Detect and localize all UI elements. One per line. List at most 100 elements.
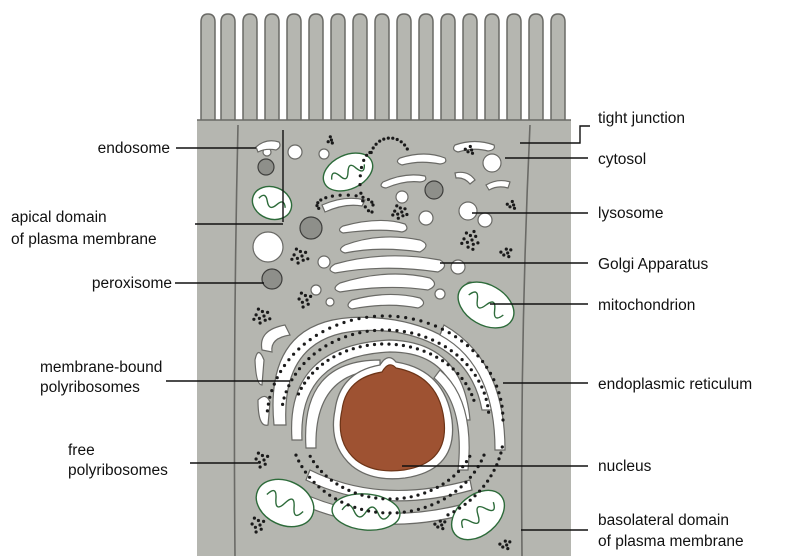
label-endoplasmic-reticulum: endoplasmic reticulum bbox=[598, 376, 752, 393]
ribosome-dot bbox=[417, 333, 420, 336]
ribosome-dot bbox=[266, 455, 269, 458]
ribosome-dot bbox=[297, 459, 300, 462]
ribosome-dot bbox=[456, 372, 459, 375]
ribosome-dot bbox=[361, 199, 364, 202]
ribosome-dot bbox=[311, 372, 314, 375]
ribosome-dot bbox=[424, 336, 427, 339]
ribosome-dot bbox=[452, 367, 455, 370]
ribosome-dot bbox=[493, 469, 496, 472]
ribosome-dot bbox=[297, 347, 300, 350]
ribosome-dot bbox=[473, 494, 476, 497]
ribosome-dot bbox=[367, 495, 370, 498]
ribosome-dot bbox=[423, 491, 426, 494]
ribosome-dot bbox=[435, 356, 438, 359]
ribosome-dot bbox=[259, 465, 262, 468]
ribosome-dot bbox=[457, 470, 460, 473]
label-membrane-bound-line2: polyribosomes bbox=[40, 379, 140, 396]
ribosome-dot bbox=[342, 321, 345, 324]
ribosome-dot bbox=[324, 196, 327, 199]
ribosome-dot bbox=[443, 520, 446, 523]
ribosome-dot bbox=[440, 523, 443, 526]
ribosome-dot bbox=[449, 494, 452, 497]
ribosome-dot bbox=[466, 150, 469, 153]
ribosome-dot bbox=[300, 387, 303, 390]
ribosome-dot bbox=[391, 213, 394, 216]
ribosome-dot bbox=[332, 355, 335, 358]
ribosome-dot bbox=[444, 345, 447, 348]
ribosome-dot bbox=[299, 250, 302, 253]
ribosome-dot bbox=[266, 409, 269, 412]
ribosome-dot bbox=[438, 342, 441, 345]
ribosome-dot bbox=[294, 373, 297, 376]
ribosome-dot bbox=[334, 497, 337, 500]
ribosome-dot bbox=[471, 248, 474, 251]
ribosome-dot bbox=[441, 328, 444, 331]
ribosome-dot bbox=[367, 209, 370, 212]
ribosome-dot bbox=[321, 363, 324, 366]
ribosome-dot bbox=[268, 317, 271, 320]
ribosome-dot bbox=[469, 476, 472, 479]
label-basolateral-line1: basolateral domain bbox=[598, 512, 729, 529]
ribosome-dot bbox=[472, 243, 475, 246]
ribosome-dot bbox=[506, 251, 509, 254]
ribosome-dot bbox=[400, 140, 403, 143]
ribosome-dot bbox=[298, 297, 301, 300]
ribosome-dot bbox=[507, 255, 510, 258]
ribosome-dot bbox=[309, 295, 312, 298]
ribosome-dot bbox=[266, 311, 269, 314]
ribosome-dot bbox=[252, 318, 255, 321]
ribosome-dot bbox=[357, 317, 360, 320]
ribosome-dot bbox=[465, 460, 468, 463]
ribosome-dot bbox=[347, 489, 350, 492]
ribosome-dot bbox=[253, 517, 256, 520]
label-mitochondrion: mitochondrion bbox=[598, 297, 695, 314]
ribosome-dot bbox=[443, 497, 446, 500]
ribosome-dot bbox=[367, 509, 370, 512]
ribosome-dot bbox=[492, 378, 495, 381]
ribosome-dot bbox=[509, 248, 512, 251]
ribosome-dot bbox=[283, 396, 286, 399]
ribosome-dot bbox=[295, 248, 298, 251]
ribosome-dot bbox=[261, 310, 264, 313]
ribosome-dot bbox=[304, 294, 307, 297]
ribosome-dot bbox=[330, 138, 333, 141]
ribosome-dot bbox=[309, 338, 312, 341]
ribosome-dot bbox=[466, 241, 469, 244]
ribosome-dot bbox=[512, 203, 515, 206]
ribosome-dot bbox=[382, 138, 385, 141]
ribosome-dot bbox=[470, 393, 473, 396]
ribosome-dot bbox=[458, 507, 461, 510]
ribosome-dot bbox=[487, 411, 490, 414]
label-cytosol: cytosol bbox=[598, 151, 646, 168]
ribosome-dot bbox=[403, 207, 406, 210]
ribosome-dot bbox=[372, 146, 375, 149]
ribosome-dot bbox=[262, 314, 265, 317]
ribosome-dot bbox=[477, 380, 480, 383]
ribosome-dot bbox=[403, 496, 406, 499]
ribosome-dot bbox=[381, 314, 384, 317]
label-lysosome: lysosome bbox=[598, 205, 663, 222]
ribosome-dot bbox=[287, 358, 290, 361]
ribosome-dot bbox=[502, 253, 505, 256]
ribosome-dot bbox=[448, 331, 451, 334]
ribosome-dot bbox=[450, 349, 453, 352]
ribosome-dot bbox=[373, 329, 376, 332]
ribosome-dot bbox=[294, 454, 297, 457]
ribosome-dot bbox=[508, 205, 511, 208]
ribosome-dot bbox=[331, 195, 334, 198]
ribosome-dot bbox=[506, 203, 509, 206]
ribosome-dot bbox=[482, 454, 485, 457]
ribosome-dot bbox=[452, 474, 455, 477]
ribosome-dot bbox=[279, 370, 282, 373]
ribosome-dot bbox=[388, 329, 391, 332]
ribosome-dot bbox=[325, 474, 328, 477]
ribosome-dot bbox=[335, 324, 338, 327]
ribosome-dot bbox=[364, 205, 367, 208]
ribosome-dot bbox=[316, 367, 319, 370]
ribosome-dot bbox=[345, 349, 348, 352]
ribosome-dot bbox=[366, 344, 369, 347]
ribosome-dot bbox=[470, 148, 473, 151]
ribosome-dot bbox=[393, 210, 396, 213]
ribosome-dot bbox=[464, 382, 467, 385]
